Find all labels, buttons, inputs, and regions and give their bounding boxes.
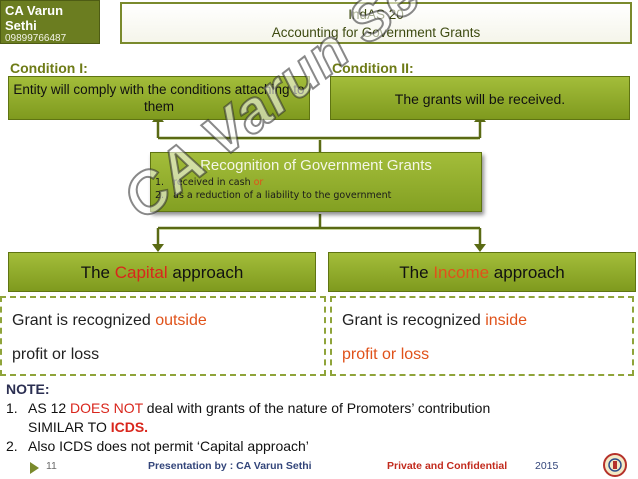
slide-title-line1: IndAS 20 [348, 7, 404, 22]
recognition-box: Recognition of Government Grants 1. rece… [150, 152, 482, 212]
page-number: 11 [46, 460, 57, 472]
income-explanation-line1: Grant is recognized inside [342, 304, 622, 338]
note-item-2-text: Also ICDS does not permit ‘Capital appro… [28, 438, 309, 454]
slide-footer: 11 Presentation by : CA Varun Sethi Priv… [0, 460, 638, 479]
recognition-item-2-text: as a reduction of a liability to the gov… [173, 190, 392, 201]
note-item-1-b: deal with grants of the nature of Promot… [142, 400, 491, 416]
presenter-name-line2: Sethi [5, 18, 37, 33]
note-item-1: 1. AS 12 DOES NOT deal with grants of th… [6, 399, 636, 437]
arrow-down-icon [152, 244, 164, 252]
capital-explanation-highlight: outside [155, 312, 207, 329]
capital-highlight: Capital [114, 263, 168, 282]
condition-1-box: Entity will comply with the conditions a… [8, 76, 310, 120]
presenter-phone: 09899766487 [5, 33, 67, 44]
capital-explanation-line2: profit or loss [12, 346, 100, 363]
arrow-down-icon [474, 244, 486, 252]
income-approach-box: The Income approach [328, 252, 636, 292]
capital-suffix: approach [167, 263, 244, 282]
capital-prefix: The [80, 263, 115, 282]
presenter-name-line1: CA Varun [5, 3, 64, 18]
capital-approach-box: The Capital approach [8, 252, 316, 292]
income-explanation-line2: profit or loss [342, 346, 430, 363]
note-item-1-emphasis: DOES NOT [70, 400, 143, 416]
list-number: 2. [6, 438, 18, 454]
list-number: 1. [6, 400, 18, 416]
footer-year: 2015 [535, 460, 559, 472]
note-section: NOTE: 1. AS 12 DOES NOT deal with grants… [6, 380, 636, 456]
income-suffix: approach [489, 263, 565, 282]
condition-2-label: Condition II: [332, 60, 414, 76]
recognition-item-1-text: received in cash [173, 177, 254, 188]
income-highlight: Income [433, 263, 490, 282]
income-explanation-highlight: inside [485, 312, 527, 329]
note-item-1-emphasis-2: ICDS. [110, 419, 149, 435]
slide-title-line2: Accounting for Government Grants [271, 25, 481, 40]
presenter-logo: CA Varun Sethi 09899766487 [0, 0, 100, 44]
triangle-bullet-icon [30, 462, 39, 474]
list-number: 2. [155, 190, 165, 201]
recognition-heading: Recognition of Government Grants [200, 157, 432, 174]
income-explanation-prefix: Grant is recognized [342, 312, 486, 329]
list-number: 1. [155, 177, 165, 188]
recognition-item-1-or: or [253, 177, 264, 188]
note-item-2: 2. Also ICDS does not permit ‘Capital ap… [6, 437, 636, 456]
footer-presenter: Presentation by : CA Varun Sethi [148, 460, 312, 472]
capital-explanation-box: Grant is recognized outside profit or lo… [0, 296, 326, 376]
institute-emblem-icon [603, 453, 627, 477]
capital-explanation-line1: Grant is recognized outside [12, 304, 314, 338]
recognition-item-2: 2. as a reduction of a liability to the … [155, 189, 481, 202]
recognition-item-1: 1. received in cash or [155, 176, 481, 189]
slide-title: IndAS 20 Accounting for Government Grant… [120, 2, 632, 44]
condition-2-box: The grants will be received. [330, 76, 630, 120]
footer-confidential: Private and Confidential [387, 460, 508, 472]
income-prefix: The [399, 263, 434, 282]
note-item-1-c: SIMILAR TO [28, 419, 111, 435]
capital-explanation-prefix: Grant is recognized [12, 312, 156, 329]
income-explanation-box: Grant is recognized inside profit or los… [330, 296, 634, 376]
condition-1-label: Condition I: [10, 60, 88, 76]
note-label: NOTE: [6, 381, 50, 397]
note-item-1-a: AS 12 [28, 400, 71, 416]
